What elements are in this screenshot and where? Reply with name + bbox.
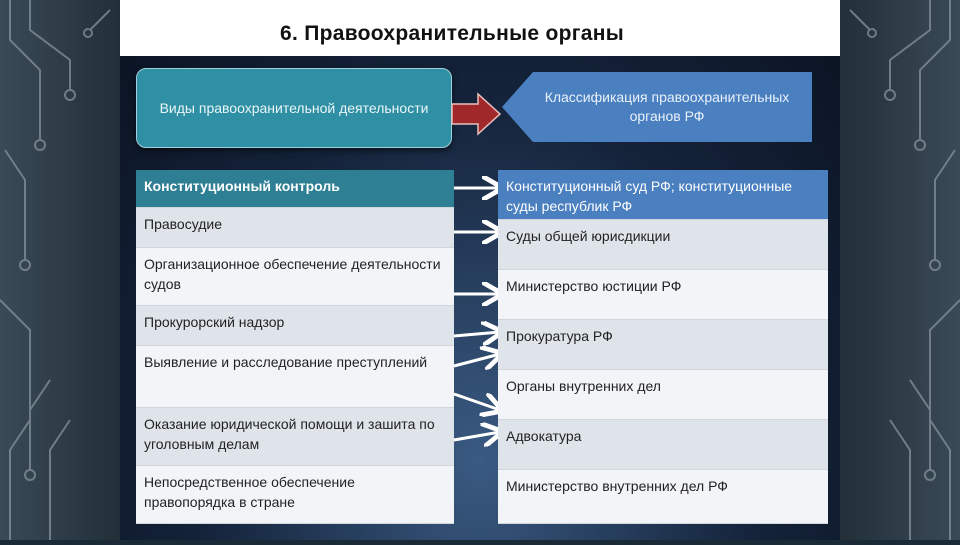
list-item: Непосредственное обеспечение правопорядк…	[136, 466, 454, 524]
list-item: Правосудие	[136, 208, 454, 248]
list-item: Прокурорский надзор	[136, 306, 454, 346]
connector-arrows	[453, 170, 510, 530]
list-item: Органы внутренних дел	[498, 370, 828, 420]
list-item: Организационное обеспечение деятельности…	[136, 248, 454, 306]
title-band	[120, 0, 840, 56]
arrow-icon	[453, 332, 500, 336]
list-item: Суды общей юрисдикции	[498, 220, 828, 270]
right-circuit-border	[840, 0, 960, 540]
activities-column: Конституционный контроль Правосудие Орга…	[136, 170, 454, 524]
right-arrow-icon	[451, 92, 502, 136]
list-item: Конституционный контроль	[136, 170, 454, 208]
circuit-decoration-icon	[849, 0, 960, 540]
list-item: Конституционный суд РФ; конституционные …	[498, 170, 828, 220]
list-item: Выявление и расследование преступлений	[136, 346, 454, 408]
arrow-icon	[453, 354, 500, 366]
circuit-decoration-icon	[0, 0, 111, 540]
agencies-column: Конституционный суд РФ; конституционные …	[498, 170, 828, 524]
list-item: Адвокатура	[498, 420, 828, 470]
list-item: Оказание юридической помощи и зашита по …	[136, 408, 454, 466]
types-box: Виды правоохранительной деятельности	[136, 68, 452, 148]
slide: 6. Правоохранительные органы Виды правоо…	[120, 0, 840, 540]
left-circuit-border	[0, 0, 120, 540]
arrow-icon	[453, 432, 500, 440]
list-item: Министерство внутренних дел РФ	[498, 470, 828, 524]
arrow-icon	[453, 392, 500, 410]
classification-box: Классификация правоохранительных органов…	[502, 72, 812, 142]
list-item: Прокуратура РФ	[498, 320, 828, 370]
slide-title: 6. Правоохранительные органы	[280, 22, 624, 45]
list-item: Министерство юстиции РФ	[498, 270, 828, 320]
